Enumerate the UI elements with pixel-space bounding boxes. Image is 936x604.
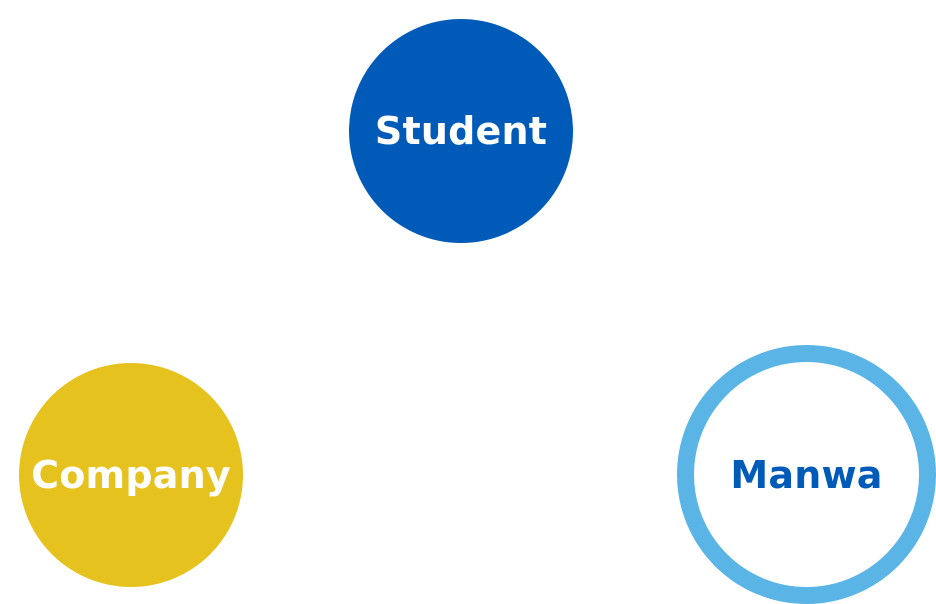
manwa-node-label: Manwa	[730, 452, 883, 497]
student-node-label: Student	[374, 109, 548, 153]
manwa-node: Manwa	[677, 345, 936, 604]
student-node: Student	[349, 19, 573, 243]
company-node-label: Company	[31, 453, 231, 497]
company-node: Company	[19, 363, 243, 587]
